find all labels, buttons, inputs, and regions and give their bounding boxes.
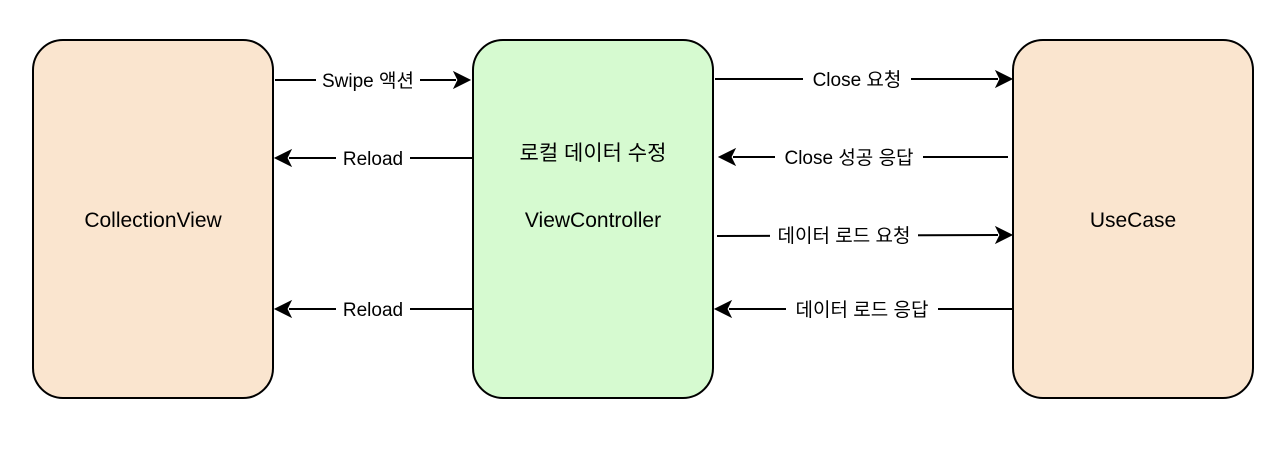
data-load-request-arrow: 데이터 로드 요청	[716, 221, 1014, 249]
collection-view-label: CollectionView	[84, 209, 222, 232]
use-case-box	[1012, 39, 1254, 399]
arrowhead	[994, 69, 1014, 89]
view-controller-label: ViewController	[525, 209, 661, 232]
swipe-action-arrow: Swipe 액션	[275, 66, 472, 94]
data-load-request-label: 데이터 로드 요청	[778, 225, 911, 247]
arrowhead	[717, 147, 737, 167]
swipe-action-label: Swipe 액션	[322, 70, 414, 92]
reload-top-arrow: Reload	[273, 144, 472, 172]
arrowhead	[452, 70, 472, 90]
reload-top-label: Reload	[343, 149, 403, 170]
arrowhead	[273, 148, 293, 168]
arrowhead	[273, 299, 293, 319]
collection-view-box	[32, 39, 274, 399]
close-request-label: Close 요청	[813, 69, 902, 91]
close-success-label: Close 성공 응답	[784, 147, 913, 169]
data-load-response-label: 데이터 로드 응답	[796, 299, 929, 321]
arrowhead	[994, 225, 1014, 245]
view-controller-box	[472, 39, 714, 399]
view-controller-node: 로컬 데이터 수정 ViewController	[472, 39, 714, 399]
collection-view-node: CollectionView	[32, 39, 274, 399]
reload-bottom-arrow: Reload	[273, 295, 472, 323]
data-load-response-arrow: 데이터 로드 응답	[713, 295, 1012, 323]
use-case-node: UseCase	[1012, 39, 1254, 399]
arrowhead	[713, 299, 733, 319]
close-success-arrow: Close 성공 응답	[717, 143, 1008, 171]
reload-bottom-label: Reload	[343, 300, 403, 321]
view-controller-title: 로컬 데이터 수정	[520, 142, 667, 165]
close-request-arrow: Close 요청	[715, 65, 1014, 93]
use-case-label: UseCase	[1090, 209, 1176, 232]
